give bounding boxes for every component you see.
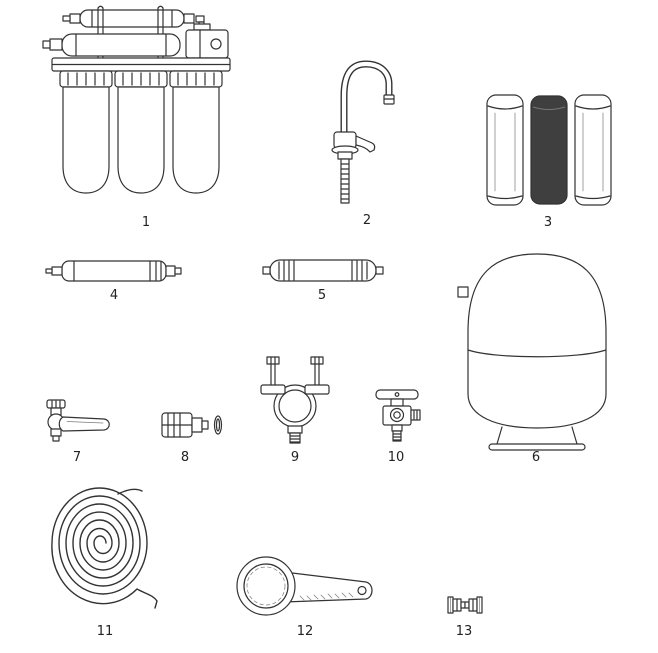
- part-label-7: 7: [73, 450, 81, 465]
- connector-fittings-icon: [447, 596, 483, 614]
- part-label-11: 11: [97, 624, 114, 639]
- tube-fitting-icon: [161, 412, 223, 438]
- part-label-5: 5: [318, 288, 326, 303]
- ro-system-assembly-icon: [42, 5, 231, 194]
- feed-valve-icon: [46, 399, 110, 442]
- part-label-6: 6: [532, 450, 540, 465]
- part-label-3: 3: [544, 215, 552, 230]
- part-label-8: 8: [181, 450, 189, 465]
- part-label-4: 4: [110, 288, 118, 303]
- filter-wrench-icon: [236, 556, 373, 616]
- tubing-coil-icon: [51, 487, 158, 609]
- inline-filter-icon: [262, 259, 384, 282]
- part-label-12: 12: [297, 624, 314, 639]
- part-label-9: 9: [291, 450, 299, 465]
- filter-cartridges-icon: [486, 94, 612, 206]
- part-label-1: 1: [142, 215, 150, 230]
- membrane-housing-icon: [45, 260, 182, 282]
- tank-ball-valve-icon: [375, 389, 421, 442]
- part-label-10: 10: [388, 450, 405, 465]
- drinking-faucet-icon: [331, 60, 395, 204]
- drain-saddle-clamp-icon: [260, 356, 330, 444]
- part-label-13: 13: [456, 624, 473, 639]
- storage-tank-icon: [457, 253, 607, 451]
- part-label-2: 2: [363, 213, 371, 228]
